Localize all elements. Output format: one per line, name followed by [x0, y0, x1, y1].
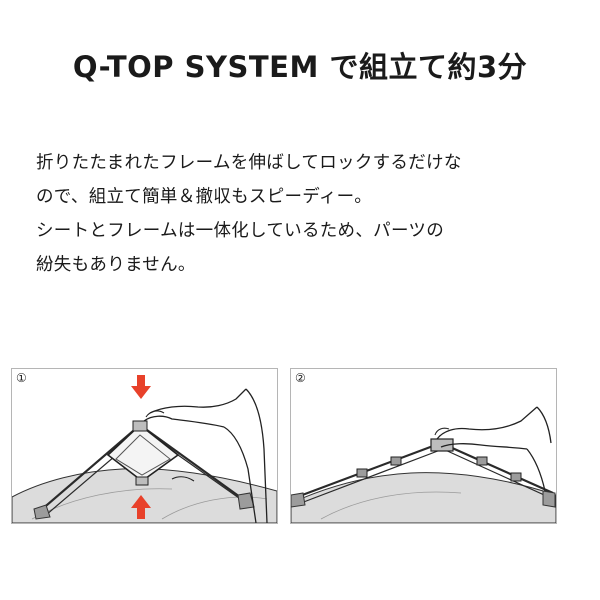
step-2-illustration: ② [290, 368, 557, 524]
tent-frame-folded-drawing [12, 375, 277, 523]
description-line: 折りたたまれたフレームを伸ばしてロックするだけな [36, 153, 462, 173]
step-1-number: ① [16, 371, 27, 385]
description-line: 紛失もありません。 [36, 255, 196, 275]
tent-frame-extended-drawing [291, 406, 556, 523]
press-down-arrow-icon [131, 375, 151, 399]
step-1-illustration: ① [11, 368, 278, 524]
press-up-arrow-icon [131, 495, 151, 519]
headline: Q-TOP SYSTEM で組立て約3分 [72, 50, 528, 84]
step-2-number: ② [295, 371, 306, 385]
description-line: ので、組立て簡単＆撤収もスピーディー。 [36, 187, 373, 207]
description: 折りたたまれたフレームを伸ばしてロックするだけな ので、組立て簡単＆撤収もスピー… [36, 146, 576, 282]
description-line: シートとフレームは一体化しているため、パーツの [36, 221, 444, 241]
